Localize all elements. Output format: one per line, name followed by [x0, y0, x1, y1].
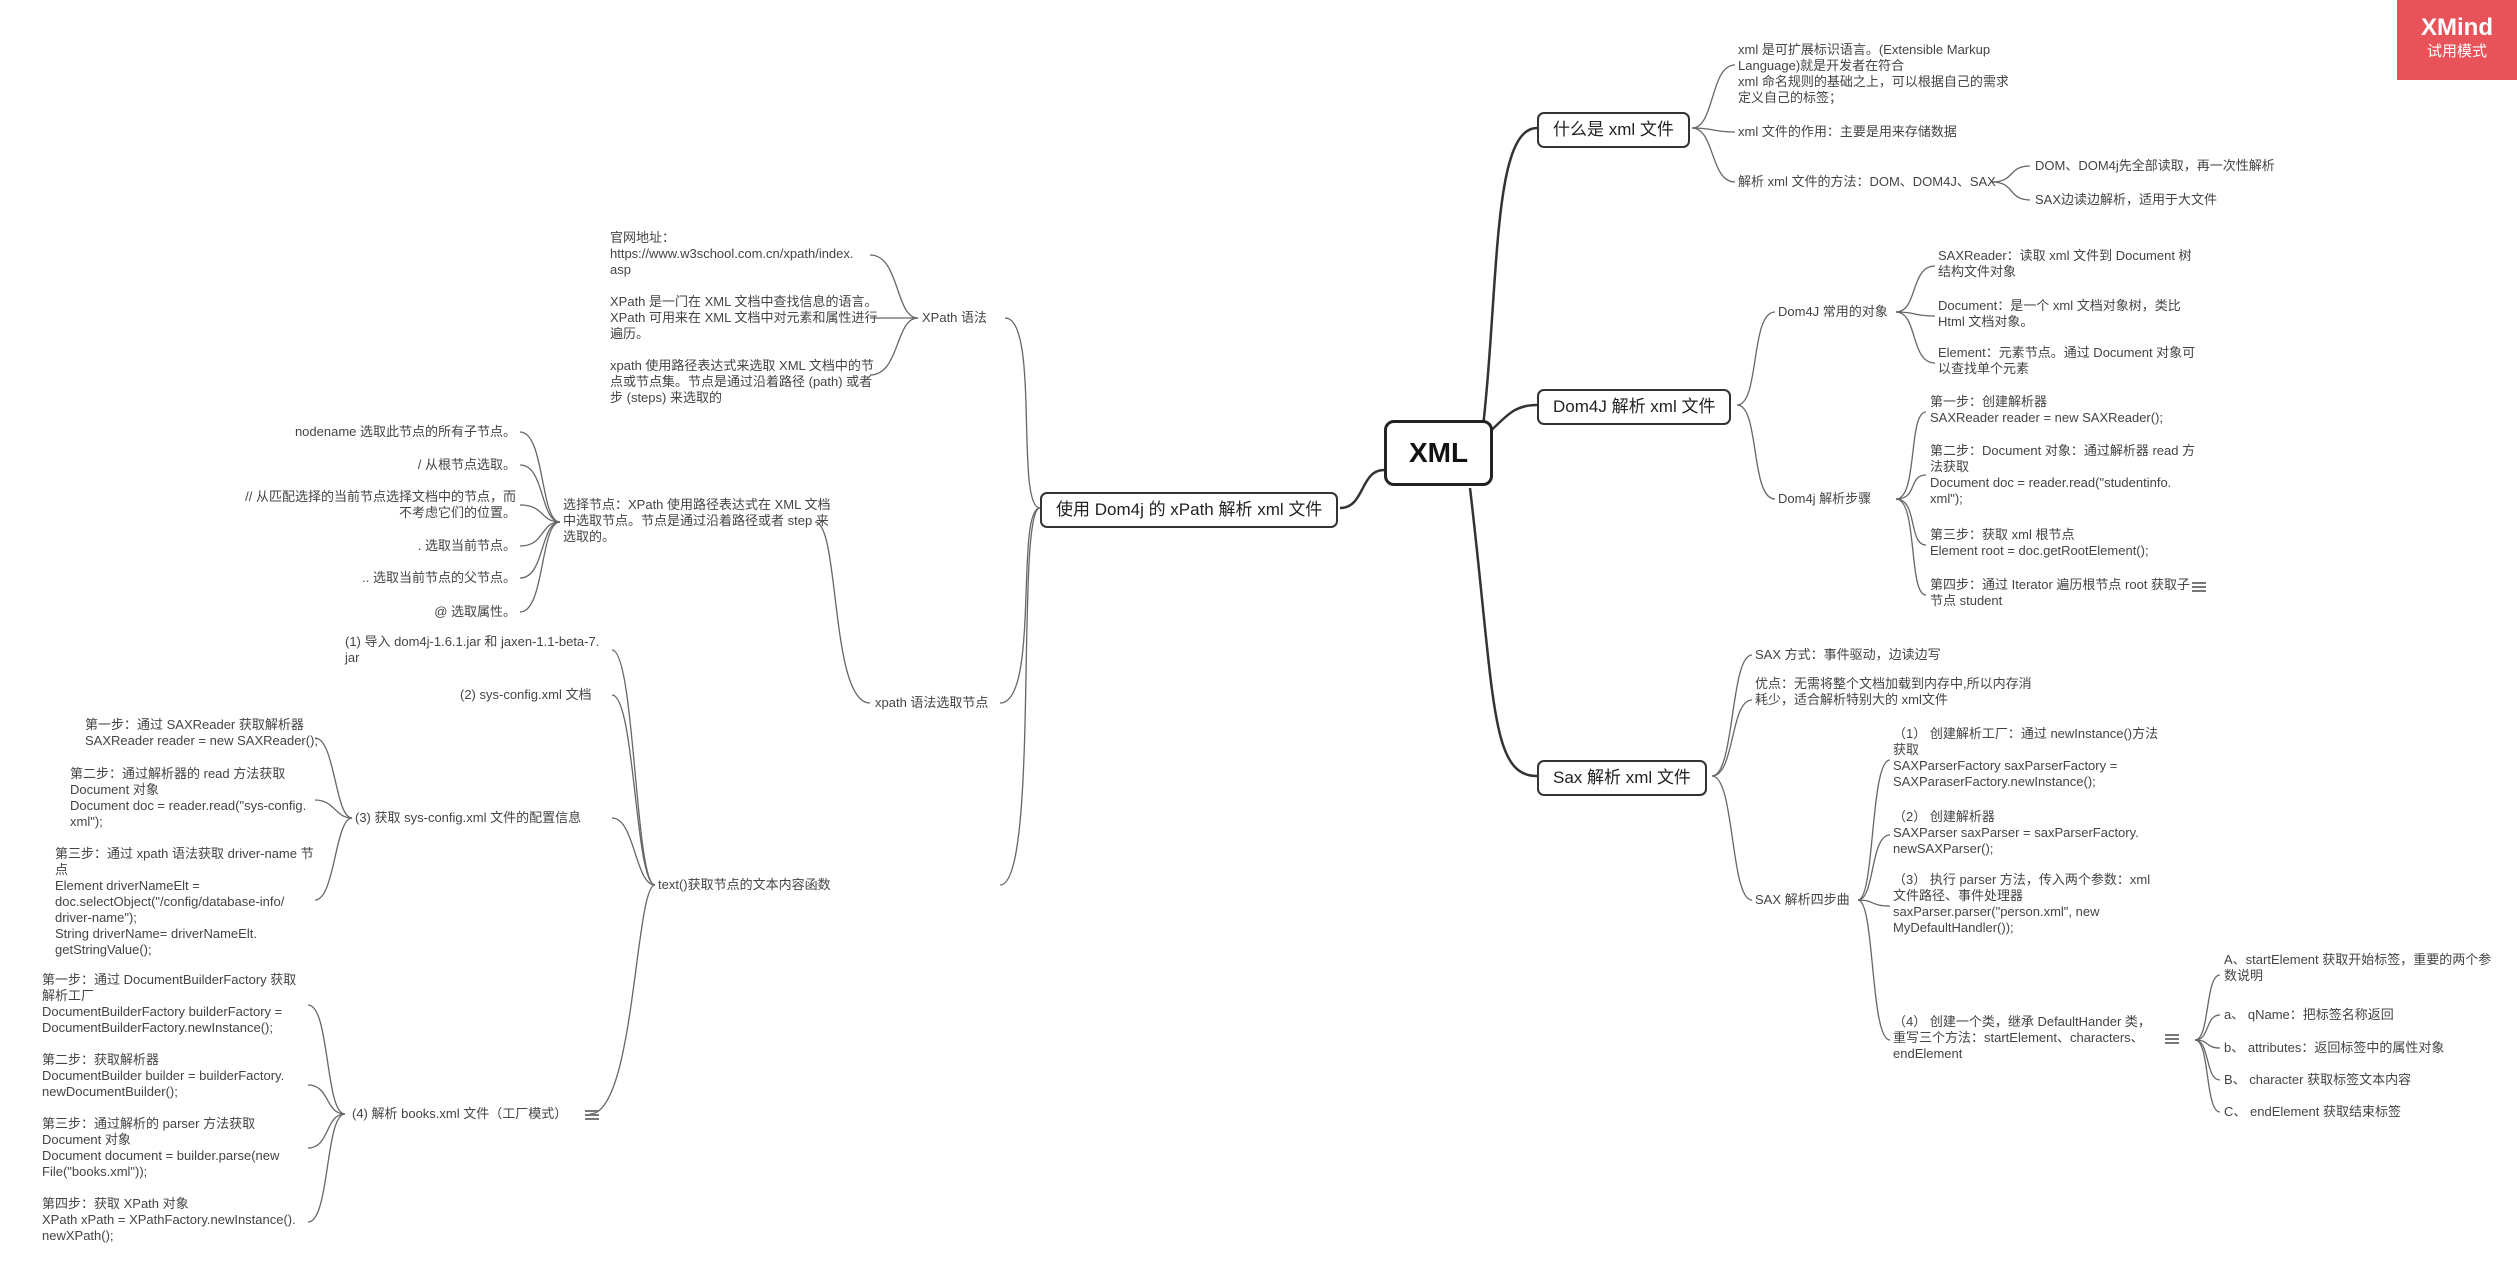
note-attribute: @ 选取属性。 [434, 604, 516, 619]
topic-sax[interactable]: Sax 解析 xml 文件 [1537, 760, 1707, 796]
note-descendant: // 从匹配选择的当前节点选择文档中的节点，而 不考虑它们的位置。 [245, 489, 516, 520]
note-end-element: C、 endElement 获取结束标签 [2224, 1104, 2401, 1119]
note-character: B、 character 获取标签文本内容 [2224, 1072, 2412, 1087]
note-parse-books: (4) 解析 books.xml 文件（工厂模式） [352, 1106, 568, 1121]
link-central-left [1339, 468, 1385, 510]
note-import-jars: (1) 导入 dom4j-1.6.1.jar 和 jaxen-1.1-beta-… [345, 634, 600, 665]
note-books-step1: 第一步：通过 DocumentBuilderFactory 获取 解析工厂 Do… [42, 972, 297, 1035]
note-step2: 第二步：Document 对象：通过解析器 read 方 法获取 Documen… [1930, 443, 2196, 506]
note-xml-definition: xml 是可扩展标识语言。(Extensible Markup Language… [1738, 42, 2009, 105]
note-sys-config: (2) sys-config.xml 文档 [460, 687, 592, 702]
note-step4: 第四步：通过 Iterator 遍历根节点 root 获取子 节点 studen… [1930, 577, 2191, 608]
note-sax-step4: （4） 创建一个类，继承 DefaultHander 类， 重写三个方法：sta… [1893, 1014, 2151, 1061]
note-dom: DOM、DOM4j先全部读取，再一次性解析 [2035, 158, 2275, 173]
note-xml-purpose: xml 文件的作用：主要是用来存储数据 [1738, 124, 1957, 139]
note-qname: a、 qName：把标签名称返回 [2224, 1007, 2394, 1022]
topic-dom4j[interactable]: Dom4J 解析 xml 文件 [1537, 389, 1732, 425]
note-sax-step1: （1） 创建解析工厂：通过 newInstance()方法 获取 SAXPars… [1893, 726, 2159, 789]
note-nodename: nodename 选取此节点的所有子节点。 [294, 424, 516, 439]
node-sax-steps: SAX 解析四步曲 [1755, 892, 1850, 907]
topic-what-is-xml[interactable]: 什么是 xml 文件 [1537, 112, 1690, 148]
note-books-step4: 第四步：获取 XPath 对象 XPath xPath = XPathFacto… [42, 1196, 296, 1243]
note-icon[interactable] [585, 1110, 599, 1120]
note-read-config: (3) 获取 sys-config.xml 文件的配置信息 [355, 810, 582, 825]
note-step3: 第三步：获取 xml 根节点 Element root = doc.getRoo… [1930, 527, 2149, 558]
node-dom4j-objects: Dom4J 常用的对象 [1778, 304, 1888, 319]
note-icon[interactable] [2165, 1034, 2179, 1044]
note-books-step3: 第三步：通过解析的 parser 方法获取 Document 对象 Docume… [42, 1116, 280, 1179]
note-element: Element：元素节点。通过 Document 对象可 以查找单个元素 [1938, 345, 2196, 376]
note-xpath-expr: xpath 使用路径表达式来选取 XML 文档中的节 点或节点集。节点是通过沿着… [610, 358, 874, 405]
node-xpath-syntax: XPath 语法 [922, 310, 988, 325]
note-step1: 第一步：创建解析器 SAXReader reader = new SAXRead… [1930, 394, 2164, 425]
node-xpath-select: xpath 语法选取节点 [875, 695, 989, 710]
note-config-step3: 第三步：通过 xpath 语法获取 driver-name 节 点 Elemen… [55, 846, 314, 957]
badge-title: XMind [2421, 14, 2493, 41]
note-sax: SAX边读边解析，适用于大文件 [2035, 192, 2218, 207]
note-sax-advantage: 优点：无需将整个文档加载到内存中,所以内存消 耗少，适合解析特别大的 xml文件 [1755, 676, 2032, 707]
note-icon[interactable] [2192, 582, 2206, 592]
note-attributes: b、 attributes：返回标签中的属性对象 [2224, 1040, 2445, 1055]
link-central-b3 [1468, 487, 1538, 778]
badge-subtitle: 试用模式 [2426, 43, 2487, 60]
topic-xpath-parse[interactable]: 使用 Dom4j 的 xPath 解析 xml 文件 [1040, 492, 1339, 528]
note-start-element: A、startElement 获取开始标签，重要的两个参 数说明 [2224, 952, 2492, 983]
note-parse-methods: 解析 xml 文件的方法：DOM、DOM4J、SAX [1738, 174, 1996, 189]
note-sax-step3: （3） 执行 parser 方法，传入两个参数：xml 文件路径、事件处理器 s… [1893, 872, 2151, 935]
central-topic[interactable]: XML [1384, 420, 1494, 486]
note-config-step1: 第一步：通过 SAXReader 获取解析器 SAXReader reader … [85, 717, 319, 748]
note-sax-step2: （2） 创建解析器 SAXParser saxParser = saxParse… [1893, 809, 2139, 856]
note-parent: .. 选取当前节点的父节点。 [362, 570, 516, 585]
note-config-step2: 第二步：通过解析器的 read 方法获取 Document 对象 Documen… [70, 766, 307, 829]
trial-badge[interactable]: XMind 试用模式 [2397, 0, 2517, 80]
note-current: . 选取当前节点。 [417, 538, 516, 553]
note-xpath-site: 官网地址： https://www.w3school.com.cn/xpath/… [610, 230, 854, 277]
note-select-nodes: 选择节点：XPath 使用路径表达式在 XML 文档 中选取节点。节点是通过沿着… [563, 497, 831, 544]
note-sax-mode: SAX 方式：事件驱动，边读边写 [1755, 647, 1941, 662]
note-xpath-about: XPath 是一门在 XML 文档中查找信息的语言。 XPath 可用来在 XM… [610, 294, 878, 341]
note-document: Document：是一个 xml 文档对象树，类比 Html 文档对象。 [1938, 298, 2181, 329]
node-dom4j-steps: Dom4j 解析步骤 [1778, 491, 1872, 506]
note-root: / 从根节点选取。 [417, 457, 516, 472]
note-books-step2: 第二步：获取解析器 DocumentBuilder builder = buil… [42, 1052, 285, 1099]
node-text-function: text()获取节点的文本内容函数 [658, 877, 831, 892]
note-saxreader: SAXReader：读取 xml 文件到 Document 树 结构文件对象 [1938, 248, 2192, 279]
link-central-b1 [1478, 126, 1538, 453]
